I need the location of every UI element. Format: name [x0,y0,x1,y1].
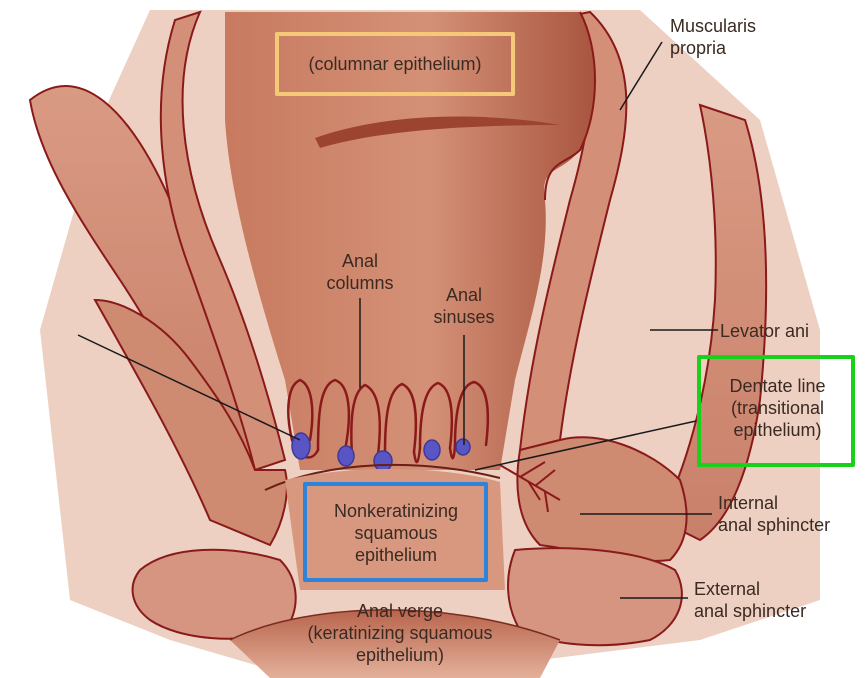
label-anal-verge: Anal verge (keratinizing squamous epithe… [260,600,540,666]
label-muscularis-propria: Muscularis propria [670,15,810,59]
label-anal-columns: Anal columns [315,250,405,294]
label-external-anal-sphincter: External anal sphincter [694,578,844,622]
label-dentate-line: Dentate line (transitional epithelium) [705,375,850,441]
label-nonkeratinizing-squamous: Nonkeratinizing squamous epithelium [308,500,484,566]
label-internal-anal-sphincter: Internal anal sphincter [718,492,866,536]
label-anal-sinuses: Anal sinuses [418,284,510,328]
label-levator-ani: Levator ani [720,320,860,342]
label-columnar-epithelium: (columnar epithelium) [283,53,507,75]
